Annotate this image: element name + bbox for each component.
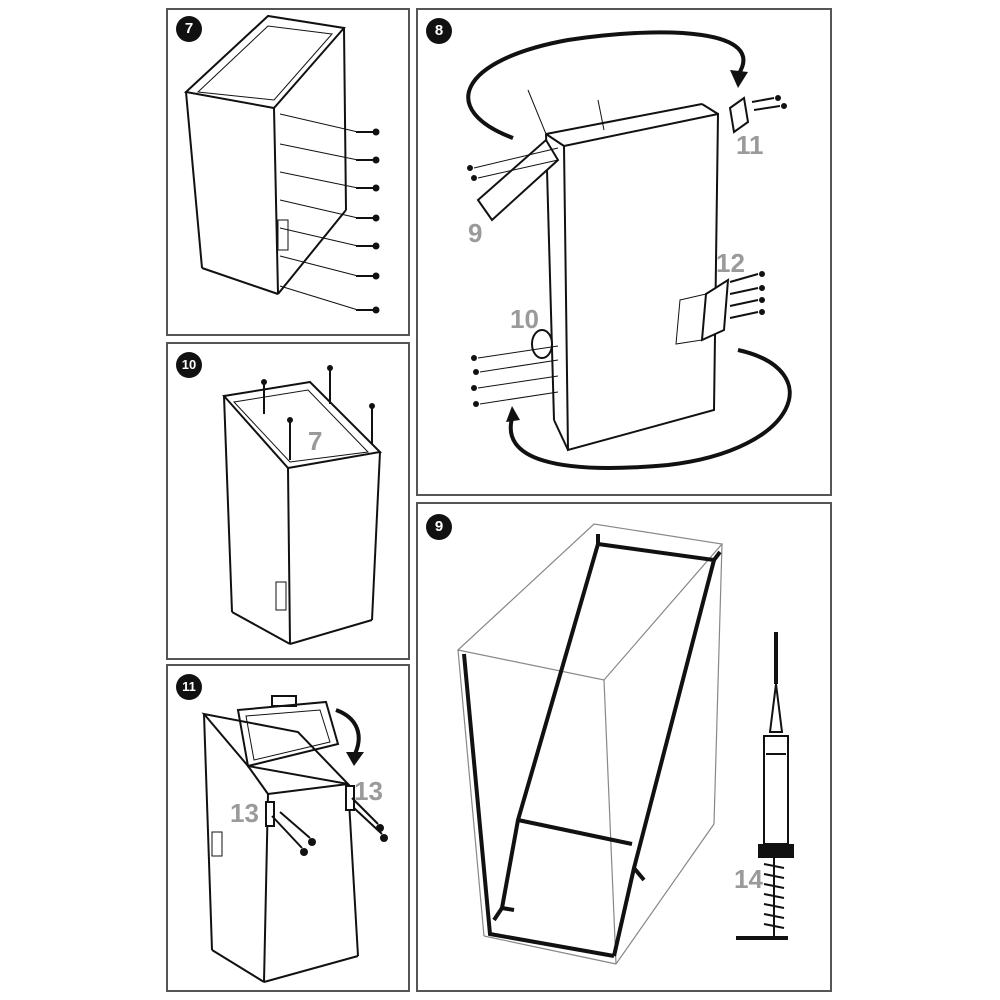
step-badge-10: 10: [176, 352, 202, 378]
part-label-7: 7: [308, 426, 323, 456]
part-label-10: 10: [510, 304, 539, 334]
cabinet-brackets-illustration: [466, 30, 792, 470]
panel-step-10: 10 7: [166, 342, 410, 660]
part-label-13-left: 13: [230, 798, 259, 828]
cabinet-side-screws-illustration: [183, 14, 380, 314]
step-badge-9: 9: [426, 514, 452, 540]
panel-step-7: 7: [166, 8, 410, 336]
frame-and-screw-illustration: [456, 523, 794, 965]
panel-step-11: 11 13 13: [166, 664, 410, 992]
panel-step-8: 8 9 10 11 12: [416, 8, 832, 496]
cabinet-lid-hinges-illustration: [201, 695, 388, 983]
step-badge-8: 8: [426, 18, 452, 44]
part-label-14: 14: [734, 864, 763, 894]
part-label-11: 11: [736, 130, 764, 160]
part-label-12: 12: [716, 248, 745, 278]
panel-step-9: 9 14: [416, 502, 832, 992]
cabinet-top-screws-illustration: [222, 365, 383, 645]
step-badge-11: 11: [176, 674, 202, 700]
part-label-9: 9: [468, 218, 483, 248]
step-badge-7: 7: [176, 16, 202, 42]
part-label-13-right: 13: [354, 776, 383, 806]
